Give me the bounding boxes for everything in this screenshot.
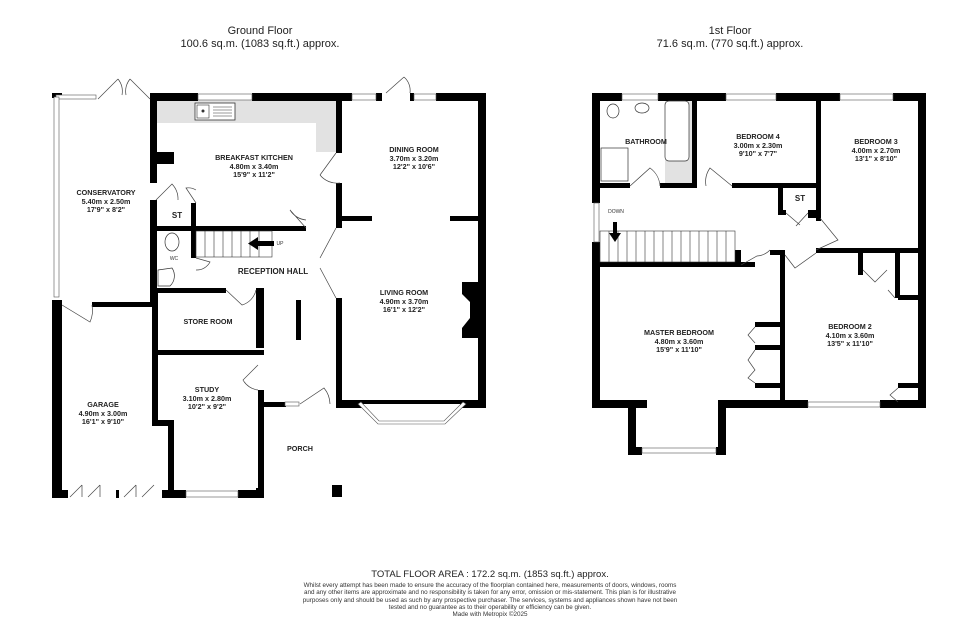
room-metric: 4.10m x 3.60m [825,330,875,340]
room-imperial: 13'1" x 8'10" [854,154,898,163]
room-living-room: LIVING ROOM 4.90m x 3.70m 16'1" x 12'2" [379,288,429,315]
room-study: STUDY 3.10m x 2.80m 10'2" x 9'2" [182,385,232,412]
footer: TOTAL FLOOR AREA : 172.2 sq.m. (1853 sq.… [300,569,680,618]
label-wc: WC [169,256,179,262]
first-floor-walls [592,93,926,455]
room-name: CONSERVATORY [76,188,136,197]
room-bedroom-2: BEDROOM 2 4.10m x 3.60m 13'5" x 11'10" [825,322,875,349]
ground-floor-windows [53,93,467,498]
label-porch: PORCH [287,444,313,454]
room-name: BEDROOM 2 [828,322,872,331]
ground-floor-doors [61,76,411,498]
first-floor-stairs [599,230,736,263]
ground-floor-plan [52,76,486,498]
room-imperial: 16'1" x 12'2" [382,305,426,314]
room-name: BEDROOM 4 [736,132,780,141]
bathroom-fixtures [600,100,692,183]
porch-label: PORCH [287,444,313,453]
stairs-down-arrow-icon [609,222,621,242]
st-label: ST [171,211,183,220]
room-metric: 5.40m x 2.50m [81,196,131,206]
room-metric: 3.10m x 2.80m [182,393,232,403]
room-imperial: 15'9" x 11'10" [656,345,702,354]
room-imperial: 12'2" x 10'6" [392,162,436,171]
kitchen-worktop [156,99,336,152]
room-name: MASTER BEDROOM [644,328,714,337]
total-floor-area: TOTAL FLOOR AREA : 172.2 sq.m. (1853 sq.… [371,569,609,580]
first-floor-plan [592,93,926,455]
first-floor-title: 1st Floor [708,25,752,37]
basin-icon [157,267,175,287]
label-up: UP [276,241,284,247]
room-imperial: 10'2" x 9'2" [187,402,227,411]
label-reception-hall: RECEPTION HALL [237,267,309,277]
room-breakfast-kitchen: BREAKFAST KITCHEN 4.80m x 3.40m 15'9" x … [215,153,293,180]
reception-hall-label: RECEPTION HALL [237,267,309,276]
first-floor-area: 71.6 sq.m. (770 sq.ft.) approx. [656,38,804,50]
ground-floor-title: Ground Floor [227,25,293,37]
room-metric: 3.70m x 3.20m [389,153,439,163]
room-imperial: 13'5" x 11'10" [827,339,873,348]
toilet-icon [606,103,620,119]
room-name: BREAKFAST KITCHEN [215,153,293,162]
store-room-label: STORE ROOM [183,317,233,326]
room-name: LIVING ROOM [379,288,429,297]
room-name: DINING ROOM [389,145,439,154]
ground-floor-heading: Ground Floor 100.6 sq.m. (1083 sq.ft.) a… [140,25,380,51]
shower-icon [600,147,629,182]
label-bathroom: BATHROOM [625,137,667,147]
label-down: DOWN [608,209,624,215]
room-bedroom-4: BEDROOM 4 3.00m x 2.30m 9'10" x 7'7" [733,132,783,159]
room-imperial: 17'9" x 8'2" [86,205,126,214]
ground-floor-area: 100.6 sq.m. (1083 sq.ft.) approx. [180,38,340,50]
st-label: ST [794,194,806,203]
room-master-bedroom: MASTER BEDROOM 4.80m x 3.60m 15'9" x 11'… [644,328,714,355]
room-name: GARAGE [87,400,119,409]
basin-icon [634,102,650,114]
stairs-up-arrow-icon [248,237,274,250]
made-with-credit: Made with Metropix ©2025 [452,611,528,619]
first-floor-heading: 1st Floor 71.6 sq.m. (770 sq.ft.) approx… [610,25,850,51]
first-floor-windows [593,93,894,454]
room-metric: 4.00m x 2.70m [851,145,901,155]
first-floor-doors [629,167,899,403]
label-store-room: STORE ROOM [183,317,233,327]
room-garage: GARAGE 4.90m x 3.00m 16'1" x 9'10" [78,400,128,427]
bathroom-label: BATHROOM [625,137,667,146]
room-metric: 3.00m x 2.30m [733,140,783,150]
room-dining-room: DINING ROOM 3.70m x 3.20m 12'2" x 10'6" [389,145,439,172]
room-bedroom-3: BEDROOM 3 4.00m x 2.70m 13'1" x 8'10" [851,137,901,164]
room-metric: 4.90m x 3.00m [78,408,128,418]
room-metric: 4.90m x 3.70m [379,296,429,306]
room-conservatory: CONSERVATORY 5.40m x 2.50m 17'9" x 8'2" [76,188,136,215]
disclaimer: Whilst every attempt has been made to en… [302,582,678,611]
room-name: BEDROOM 3 [854,137,898,146]
label-st-ground: ST [171,211,183,221]
label-st-first: ST [794,194,806,204]
room-imperial: 9'10" x 7'7" [738,149,778,158]
sink-icon [194,102,236,121]
room-name: STUDY [194,385,220,394]
toilet-icon [164,232,180,252]
room-imperial: 15'9" x 11'2" [233,170,275,179]
ground-floor-walls [52,93,486,498]
room-metric: 4.80m x 3.40m [229,161,279,171]
room-metric: 4.80m x 3.60m [654,336,704,346]
room-imperial: 16'1" x 9'10" [81,417,125,426]
